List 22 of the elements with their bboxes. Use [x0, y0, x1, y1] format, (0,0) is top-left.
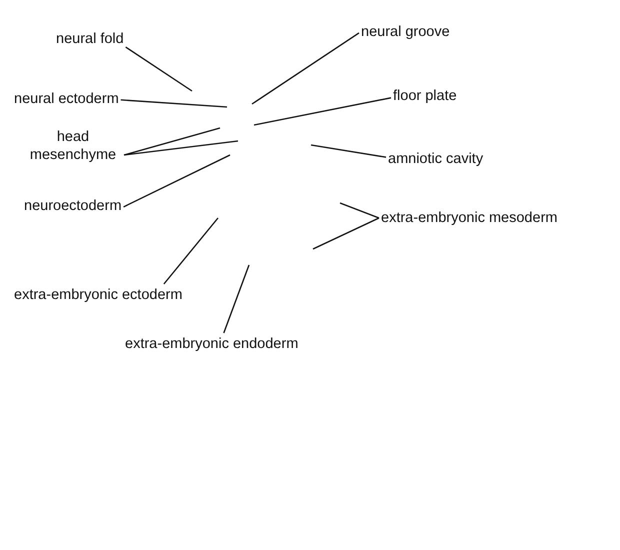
leader-line [124, 127, 220, 156]
leader-line [223, 264, 250, 334]
leader-line [310, 144, 386, 158]
part-label: neural ectoderm [14, 90, 119, 108]
leader-line [120, 99, 228, 108]
part-label: amniotic cavity [388, 150, 484, 168]
leader-line [125, 46, 192, 92]
part-label: floor plate [393, 87, 457, 105]
part-label: head mesenchyme [24, 128, 122, 164]
part-label: extra-embryonic endoderm [125, 335, 298, 353]
part-label: neuroectoderm [24, 197, 122, 215]
leader-line [123, 154, 230, 208]
leader-line [254, 97, 392, 126]
part-label: extra-embryonic mesoderm [381, 209, 558, 227]
part-label: neural groove [361, 23, 450, 41]
leader-line [124, 140, 238, 156]
part-label: extra-embryonic ectoderm [14, 286, 182, 304]
leader-line [252, 32, 360, 105]
leader-line [163, 218, 218, 284]
part-label: neural fold [56, 30, 124, 48]
leader-line [312, 217, 380, 250]
leader-line [340, 202, 380, 219]
